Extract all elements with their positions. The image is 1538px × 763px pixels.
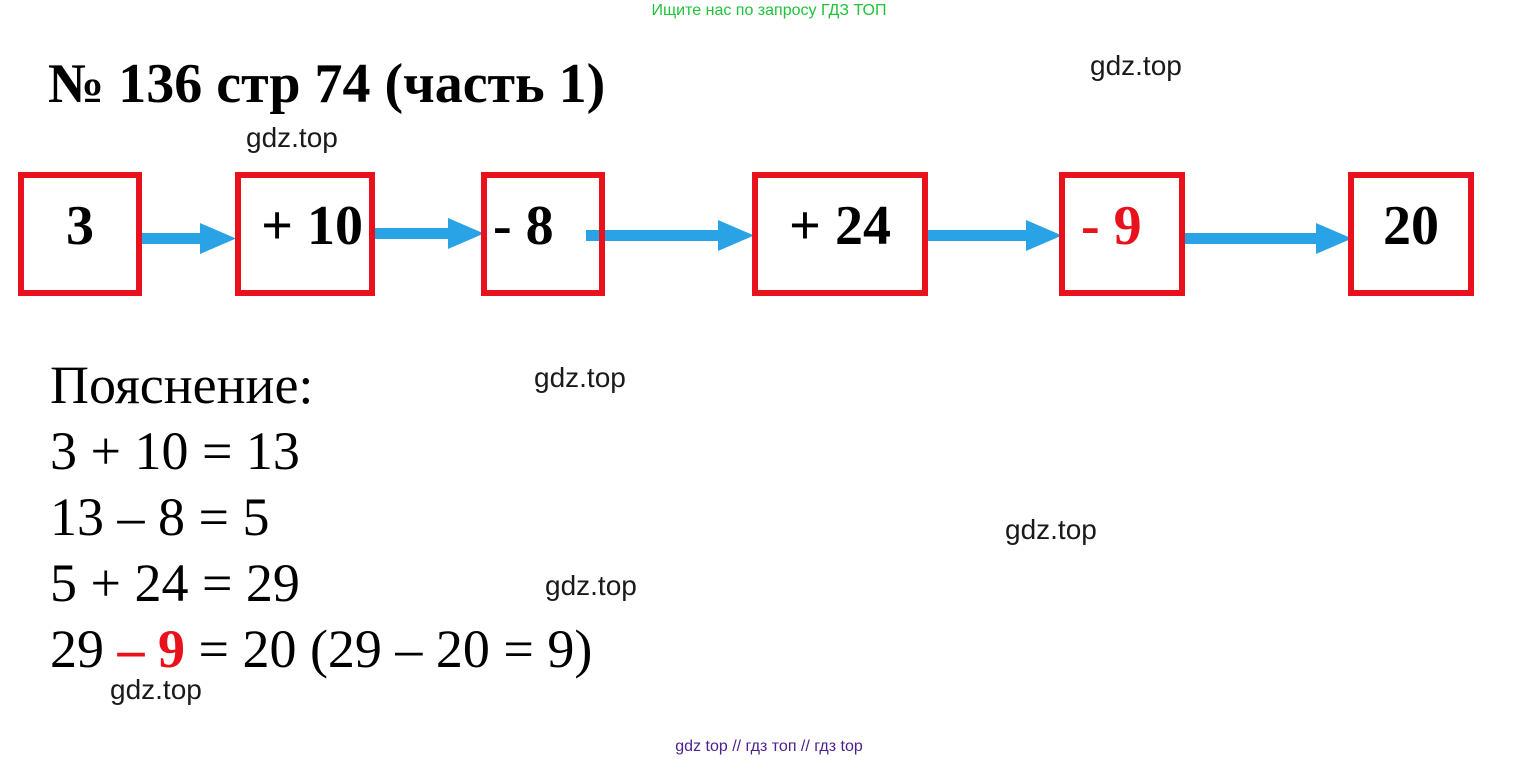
watermark: gdz.top <box>534 362 626 393</box>
explanation-part: 29 <box>50 619 118 679</box>
chain-box-op1: + 10 <box>235 172 375 296</box>
watermark: gdz.top <box>1005 514 1097 545</box>
chain-value: - 8 <box>493 195 554 257</box>
explanation-line: 13 – 8 = 5 <box>50 487 270 547</box>
chain-value-answer: - 9 <box>1081 195 1142 257</box>
explanation-line: 5 + 24 = 29 <box>50 553 300 613</box>
chain-value: + 10 <box>261 195 363 257</box>
explanation-part: = 20 (29 – 20 = 9) <box>185 619 593 679</box>
chain-value: 3 <box>66 195 94 257</box>
arrow-right-icon <box>372 218 484 249</box>
chain-box-op2: - 8 <box>481 172 605 296</box>
chain-box-result: 20 <box>1348 172 1474 296</box>
explanation: Пояснение: 3 + 10 = 13 13 – 8 = 5 5 + 24… <box>50 352 592 682</box>
explanation-line: 29 – 9 = 20 (29 – 20 = 9) <box>50 616 592 682</box>
explanation-heading: Пояснение: <box>50 355 314 415</box>
arrow-right-icon <box>138 223 236 254</box>
arrow-right-icon <box>1182 223 1352 254</box>
chain-box-op4-answer: - 9 <box>1059 172 1185 296</box>
arrow-right-icon <box>924 220 1062 251</box>
chain-value: 20 <box>1383 195 1439 257</box>
chain-box-start: 3 <box>18 172 142 296</box>
watermark: gdz.top <box>1090 50 1182 81</box>
explanation-line: 3 + 10 = 13 <box>50 421 300 481</box>
watermark: gdz.top <box>545 570 637 601</box>
footer: gdz top // гдз топ // гдз top <box>675 738 863 755</box>
chain-box-op3: + 24 <box>752 172 928 296</box>
chain-value: + 24 <box>789 195 891 257</box>
watermark: gdz.top <box>246 122 338 153</box>
page-title: № 136 стр 74 (часть 1) <box>48 53 606 115</box>
explanation-answer: – 9 <box>117 619 186 679</box>
top-banner: Ищите нас по запросу ГДЗ ТОП <box>651 2 887 19</box>
arrow-right-icon <box>586 220 754 251</box>
watermark: gdz.top <box>110 674 202 705</box>
